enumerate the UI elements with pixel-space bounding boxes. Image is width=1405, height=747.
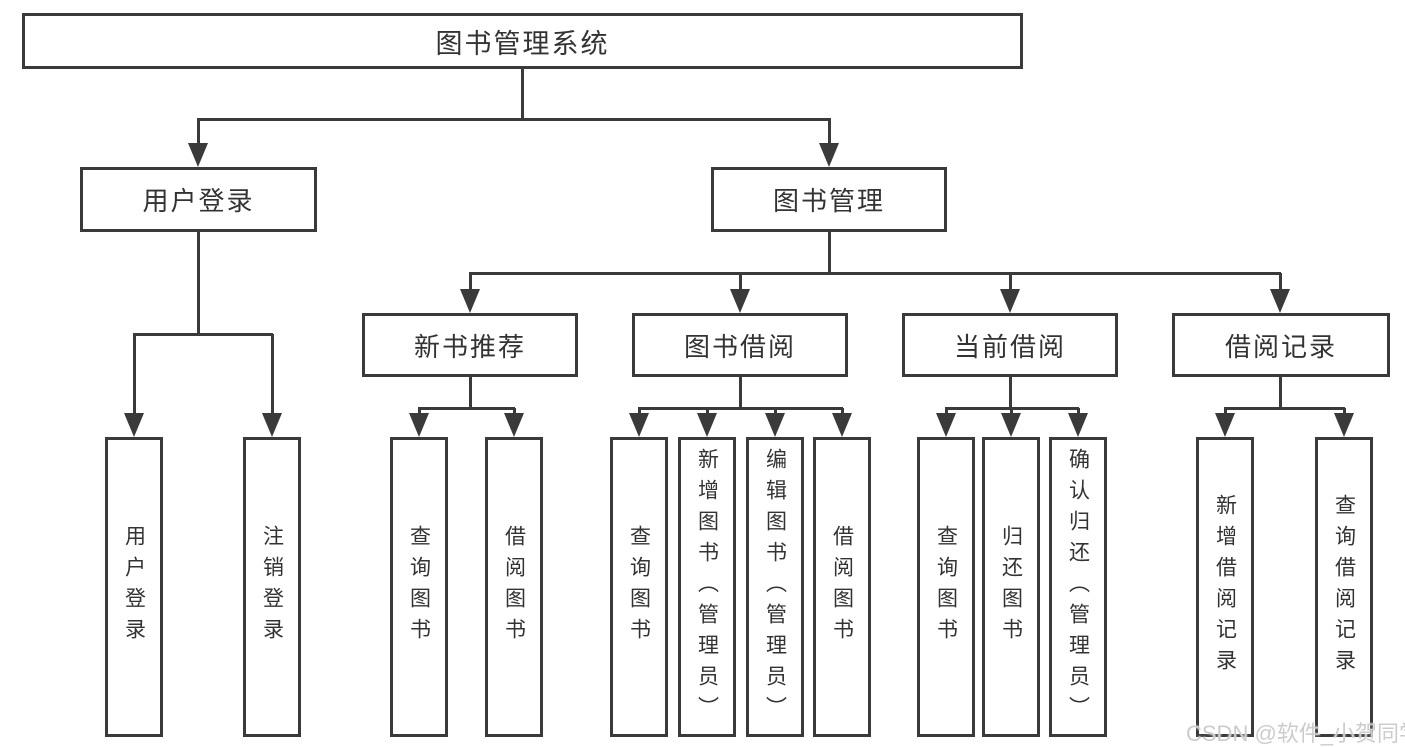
connector-line [706,408,709,416]
leaf-confirm-return-admin: 确认归还（管理员） [1049,437,1107,737]
leaf-confirm-return-admin-label: 确认归还（管理员） [1066,447,1090,727]
connector-branch [1224,407,1345,410]
connector-line [945,408,948,416]
node-book-borrow-label: 图书借阅 [683,331,796,362]
csdn-watermark: CSDN @软件_小贺同学 [1186,721,1405,746]
leaf-query-borrow-record-label: 查询借阅记录 [1332,494,1356,680]
leaf-return-books: 归还图书 [982,437,1040,737]
node-current-borrow: 当前借阅 [902,313,1118,377]
leaf-add-books-admin: 新增图书（管理员） [678,437,736,737]
node-book-management: 图书管理 [711,167,947,232]
arrow-down-icon [409,413,429,437]
leaf-query-books-2-label: 查询图书 [627,525,651,649]
connector-branch [638,407,843,410]
node-borrow-records: 借阅记录 [1172,313,1390,377]
arrow-down-icon [832,413,852,437]
connector-line [469,377,472,409]
leaf-query-books-1-label: 查询图书 [407,525,431,649]
arrow-down-icon [1215,413,1235,437]
connector-line [739,273,742,291]
connector-branch [418,407,515,410]
connector-root-trunk [521,69,524,120]
connector-level3-branch [469,272,1281,275]
connector-user-login-trunk [197,232,200,334]
node-borrow-records-label: 借阅记录 [1224,331,1337,362]
connector-line [197,119,200,145]
arrow-down-icon [936,413,956,437]
connector-line [1010,408,1013,416]
arrow-down-icon [504,413,524,437]
connector-book-mgmt-trunk [828,232,831,274]
leaf-borrow-books-2: 借阅图书 [813,437,871,737]
connector-line [1009,273,1012,291]
node-user-login-label: 用户登录 [142,186,255,216]
arrow-down-icon [819,143,839,167]
node-current-borrow-label: 当前借阅 [953,331,1066,362]
leaf-borrow-books-1-label: 借阅图书 [502,525,526,649]
leaf-logout-label: 注销登录 [260,525,284,649]
leaf-edit-books-admin: 编辑图书（管理员） [746,437,804,737]
leaf-return-books-label: 归还图书 [999,525,1023,649]
connector-line [1077,408,1080,416]
leaf-borrow-books-2-label: 借阅图书 [830,525,854,649]
leaf-query-books-3-label: 查询图书 [934,525,958,649]
connector-line [774,408,777,416]
leaf-borrow-books-1: 借阅图书 [485,437,543,737]
connector-line [1279,377,1282,409]
node-new-book-recommend: 新书推荐 [362,313,578,377]
arrow-down-icon [262,413,282,437]
connector-line [513,408,516,416]
arrow-down-icon [1334,413,1354,437]
arrow-down-icon [1270,289,1290,313]
leaf-query-books-1: 查询图书 [390,437,448,737]
leaf-user-login: 用户登录 [105,437,163,737]
arrow-down-icon [188,143,208,167]
connector-line [841,408,844,416]
connector-line [1009,377,1012,409]
leaf-add-books-admin-label: 新增图书（管理员） [695,447,719,727]
arrow-down-icon [765,413,785,437]
root-node: 图书管理系统 [22,13,1023,69]
connector-line [1279,273,1282,291]
arrow-down-icon [460,289,480,313]
connector-level2-branch [197,118,831,121]
arrow-down-icon [1068,413,1088,437]
leaf-query-borrow-record: 查询借阅记录 [1315,437,1373,737]
arrow-down-icon [1001,413,1021,437]
connector-line [469,273,472,291]
node-book-borrow: 图书借阅 [632,313,848,377]
connector-line [739,377,742,409]
connector-line [1224,408,1227,416]
leaf-add-borrow-record-label: 新增借阅记录 [1213,494,1237,680]
leaf-query-books-3: 查询图书 [917,437,975,737]
node-book-management-label: 图书管理 [772,186,885,216]
connector-line [828,119,831,145]
connector-line [638,408,641,416]
arrow-down-icon [730,289,750,313]
connector-line [418,408,421,416]
arrow-down-icon [697,413,717,437]
connector-line [271,334,274,414]
leaf-add-borrow-record: 新增借阅记录 [1196,437,1254,737]
leaf-edit-books-admin-label: 编辑图书（管理员） [763,447,787,727]
leaf-logout: 注销登录 [243,437,301,737]
connector-user-login-branch [133,333,273,336]
leaf-query-books-2: 查询图书 [610,437,668,737]
connector-line [1343,408,1346,416]
arrow-down-icon [1000,289,1020,313]
node-user-login: 用户登录 [80,167,317,232]
arrow-down-icon [124,413,144,437]
connector-line [133,334,136,414]
leaf-user-login-label: 用户登录 [122,525,146,649]
node-new-book-recommend-label: 新书推荐 [413,331,526,362]
arrow-down-icon [629,413,649,437]
root-node-label: 图书管理系统 [435,28,610,59]
